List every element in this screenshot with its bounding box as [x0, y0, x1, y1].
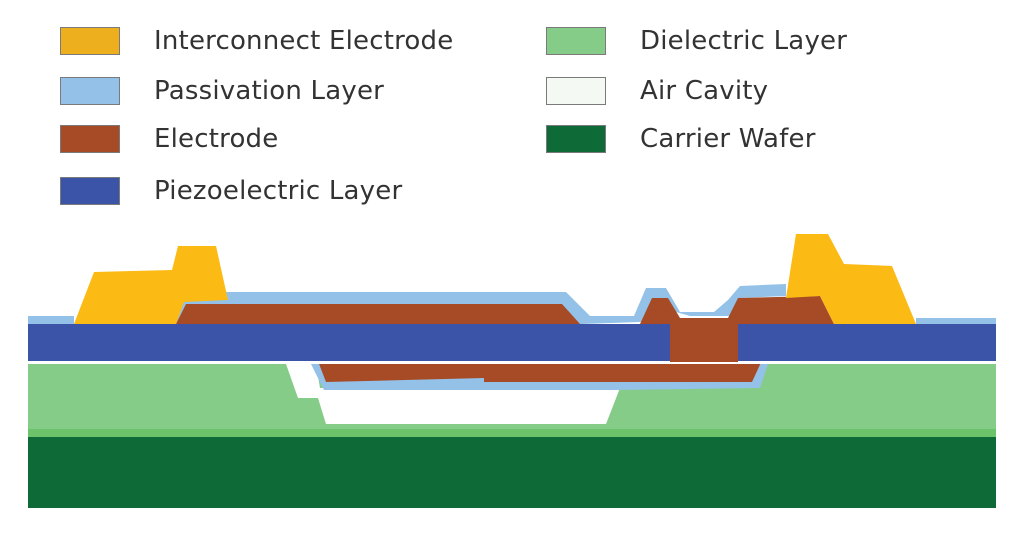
legend-item-piezo: Piezoelectric Layer: [60, 176, 402, 206]
legend-label-interconnect: Interconnect Electrode: [154, 26, 454, 56]
passivation-right-strip: [916, 318, 996, 324]
swatch-carrier-wafer: [546, 125, 606, 153]
legend-item-interconnect: Interconnect Electrode: [60, 26, 453, 56]
piezo-layer-right: [738, 324, 996, 362]
legend-item-dielectric: Dielectric Layer: [546, 26, 847, 56]
legend-label-electrode: Electrode: [154, 124, 279, 154]
swatch-interconnect-electrode: [60, 27, 120, 55]
carrier-wafer: [28, 436, 996, 508]
legend-item-carrier: Carrier Wafer: [546, 124, 816, 154]
top-electrode-left: [176, 304, 580, 324]
legend-label-aircavity: Air Cavity: [640, 76, 769, 106]
interconnect-electrode-left: [74, 246, 228, 324]
swatch-passivation-layer: [60, 77, 120, 105]
legend-item-electrode: Electrode: [60, 124, 278, 154]
swatch-dielectric-layer: [546, 27, 606, 55]
legend-label-piezo: Piezoelectric Layer: [154, 176, 403, 206]
piezo-layer-left: [28, 324, 670, 362]
via-electrode: [640, 296, 834, 362]
dielectric-band: [28, 428, 996, 437]
legend-item-passivation: Passivation Layer: [60, 76, 384, 106]
swatch-electrode: [60, 125, 120, 153]
piezo-bottom-gap: [28, 361, 996, 364]
legend-label-passivation: Passivation Layer: [154, 76, 385, 106]
swatch-air-cavity: [546, 77, 606, 105]
passivation-top-layer: [28, 316, 74, 324]
legend-item-aircavity: Air Cavity: [546, 76, 768, 106]
legend-label-dielectric: Dielectric Layer: [640, 26, 848, 56]
swatch-piezoelectric-layer: [60, 177, 120, 205]
air-cavity: [286, 364, 760, 424]
legend-label-carrier: Carrier Wafer: [640, 124, 816, 154]
interconnect-electrode-right: [786, 234, 916, 324]
